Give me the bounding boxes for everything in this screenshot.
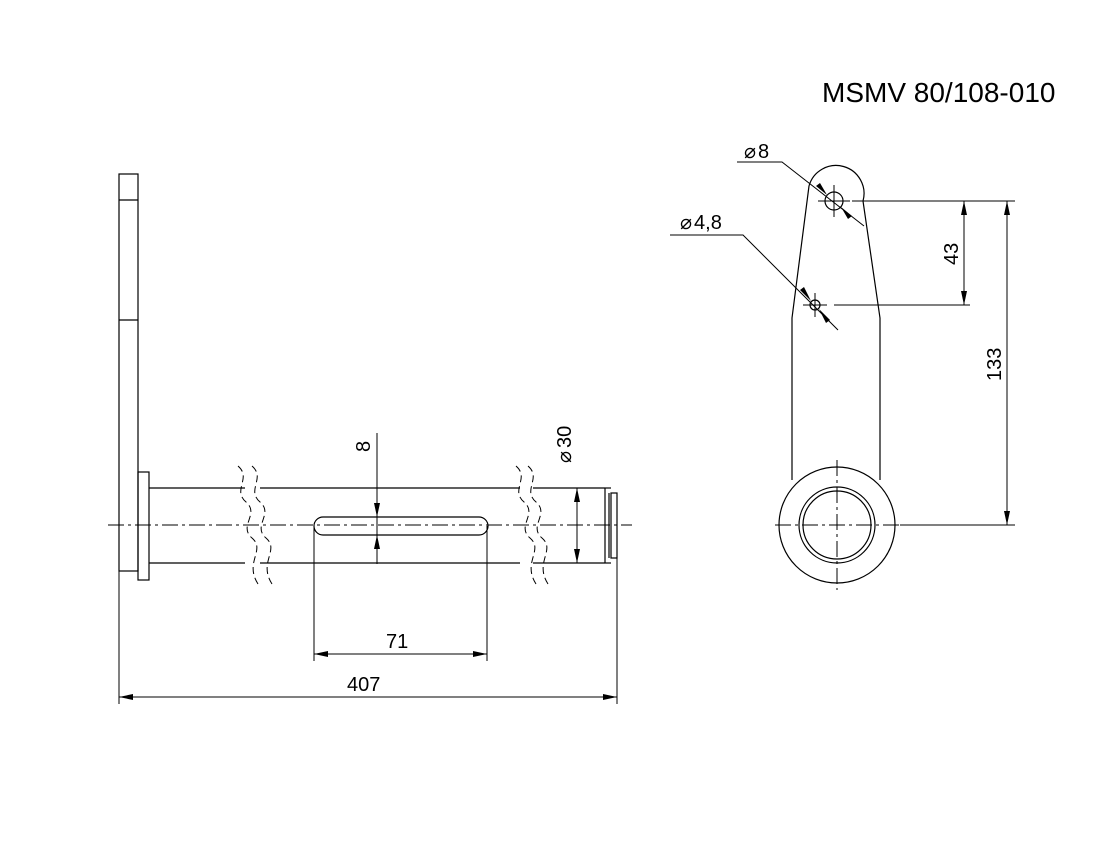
dim-slot-length-label: 71 (386, 631, 408, 653)
dim-arm-length-label: 133 (984, 348, 1006, 381)
dim-total-length: 407 (118, 558, 618, 704)
mounting-plate (118, 173, 139, 572)
dim-shaft-diameter-label: ⌀30 (554, 426, 576, 463)
end-view: ⌀8 ⌀4,8 43 133 (670, 141, 1015, 590)
break-lines (237, 465, 549, 585)
dim-hole-spacing-label: 43 (941, 243, 963, 265)
dim-hole-small-label: ⌀4,8 (680, 212, 722, 234)
dim-slot-width: 8 (353, 433, 380, 564)
dim-hole-small: ⌀4,8 (670, 212, 839, 331)
dim-hole-large: ⌀8 (737, 141, 865, 227)
dim-hole-large-label: ⌀8 (744, 141, 769, 163)
drawing-title: MSMV 80/108-010 (822, 77, 1055, 108)
keyway-slot (313, 516, 489, 536)
dim-total-length-label: 407 (347, 674, 380, 696)
dim-arm-length: 133 (900, 201, 1015, 526)
flange (137, 471, 150, 581)
dim-slot-length: 71 (313, 526, 488, 661)
lever-arm (791, 164, 881, 480)
dim-hole-spacing: 43 (834, 200, 1015, 306)
side-view: 8 ⌀30 71 407 (108, 173, 632, 704)
dim-shaft-diameter: ⌀30 (554, 426, 580, 563)
dim-slot-width-label: 8 (353, 441, 375, 452)
